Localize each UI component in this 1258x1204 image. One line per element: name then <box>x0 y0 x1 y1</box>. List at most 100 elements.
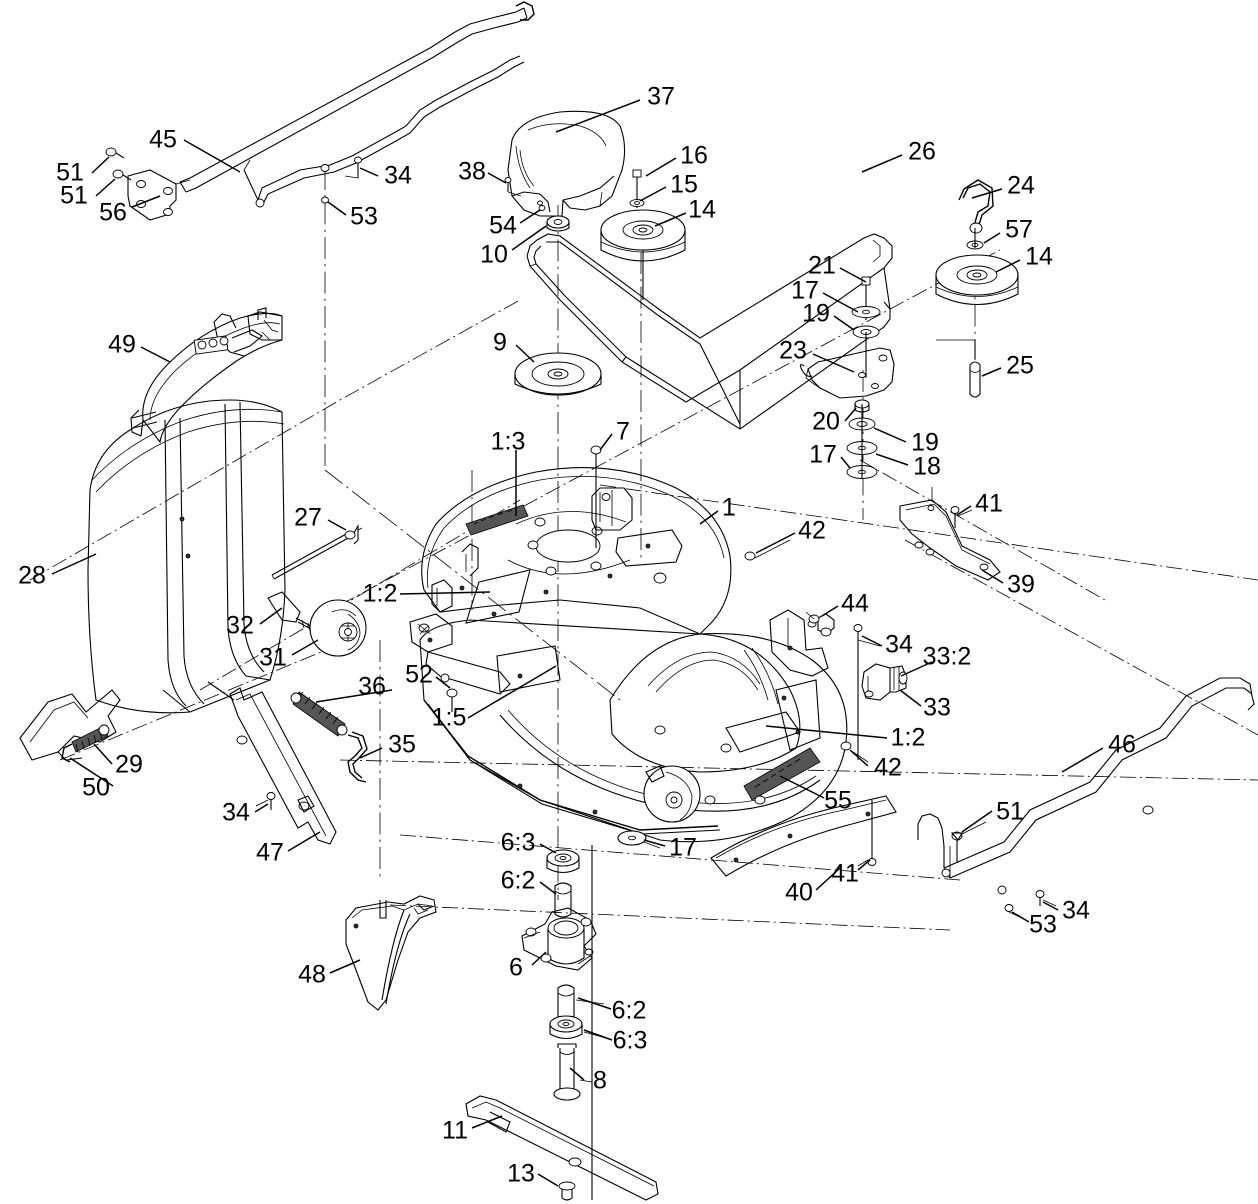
callout-29[interactable]: 29 <box>115 750 143 779</box>
callout-19[interactable]: 19 <box>911 428 939 457</box>
callout-35[interactable]: 35 <box>388 730 416 759</box>
callout-18[interactable]: 18 <box>913 452 941 481</box>
callout-34[interactable]: 34 <box>885 630 913 659</box>
part-29-spring <box>61 724 110 763</box>
callout-39[interactable]: 39 <box>1007 570 1035 599</box>
callout-6-2[interactable]: 6:2 <box>500 866 536 895</box>
callout-6-3[interactable]: 6:3 <box>612 1026 648 1055</box>
callout-16[interactable]: 16 <box>680 141 708 170</box>
callout-13[interactable]: 13 <box>507 1159 535 1188</box>
part-49-bracket <box>130 307 283 444</box>
part-25-spacer <box>936 339 981 398</box>
part-46-bail-bar <box>917 677 1255 895</box>
callout-57[interactable]: 57 <box>1005 215 1033 244</box>
callout-31[interactable]: 31 <box>259 643 287 672</box>
callout-51[interactable]: 51 <box>56 158 84 187</box>
part-37-belt-cover <box>507 110 626 217</box>
callout-44[interactable]: 44 <box>841 589 869 618</box>
decal-recycler <box>743 747 821 801</box>
callout-45[interactable]: 45 <box>149 125 177 154</box>
callout-26[interactable]: 26 <box>908 137 936 166</box>
callout-41[interactable]: 41 <box>975 489 1003 518</box>
part-41b-fastener <box>857 800 877 867</box>
part-47-plate <box>229 687 337 845</box>
part-34a-fastener <box>344 156 362 179</box>
callout-21[interactable]: 21 <box>808 251 836 280</box>
callout-37[interactable]: 37 <box>647 82 675 111</box>
callout-17[interactable]: 17 <box>669 833 697 862</box>
callout-34[interactable]: 34 <box>384 161 412 190</box>
callout-49[interactable]: 49 <box>108 330 136 359</box>
callout-23[interactable]: 23 <box>779 336 807 365</box>
part-14a-pulley <box>600 209 686 262</box>
callout-33-2[interactable]: 33:2 <box>922 642 972 671</box>
callout-47[interactable]: 47 <box>256 838 284 867</box>
part-39-bracket <box>899 487 1001 581</box>
callout-1[interactable]: 1 <box>722 493 736 522</box>
callout-24[interactable]: 24 <box>1007 171 1035 200</box>
callout-20[interactable]: 20 <box>812 407 840 436</box>
callout-54[interactable]: 54 <box>489 211 517 240</box>
callout-17[interactable]: 17 <box>791 276 819 305</box>
part-33-bracket <box>861 663 908 701</box>
callout-48[interactable]: 48 <box>298 960 326 989</box>
callout-55[interactable]: 55 <box>824 786 852 815</box>
callout-38[interactable]: 38 <box>458 157 486 186</box>
callout-34[interactable]: 34 <box>222 798 250 827</box>
part-9-pulley <box>514 352 602 396</box>
callout-25[interactable]: 25 <box>1006 351 1034 380</box>
callout-51[interactable]: 51 <box>60 181 88 210</box>
callout-8[interactable]: 8 <box>593 1066 607 1095</box>
part-56-bracket <box>127 169 191 221</box>
callout-1-2[interactable]: 1:2 <box>362 579 398 608</box>
callout-7[interactable]: 7 <box>616 417 630 446</box>
callout-46[interactable]: 46 <box>1108 730 1136 759</box>
front-caster-wheel <box>643 765 701 823</box>
part-34c-fastener <box>255 792 276 810</box>
callout-34[interactable]: 34 <box>1062 896 1090 925</box>
callout-32[interactable]: 32 <box>226 611 254 640</box>
part-51c-fastener <box>950 821 987 862</box>
part-17b-washer <box>846 404 878 479</box>
callout-56[interactable]: 56 <box>99 198 127 227</box>
callout-1-5[interactable]: 1:5 <box>431 703 467 732</box>
callout-6-3[interactable]: 6:3 <box>500 828 536 857</box>
callout-15[interactable]: 15 <box>670 170 698 199</box>
callout-53[interactable]: 53 <box>350 202 378 231</box>
callout-14[interactable]: 14 <box>1025 242 1053 271</box>
decal-toro <box>465 504 529 536</box>
callout-9[interactable]: 9 <box>493 328 507 357</box>
callout-11[interactable]: 11 <box>442 1116 468 1145</box>
callout-14[interactable]: 14 <box>688 195 716 224</box>
callout-51[interactable]: 51 <box>996 797 1024 826</box>
callout-42[interactable]: 42 <box>798 516 826 545</box>
part-40-front-bar <box>710 795 897 877</box>
callout-28[interactable]: 28 <box>18 561 46 590</box>
callout-53[interactable]: 53 <box>1029 910 1057 939</box>
callout-41[interactable]: 41 <box>831 859 859 888</box>
part-6-3a-bearing <box>546 849 580 874</box>
callout-6-2[interactable]: 6:2 <box>611 996 647 1025</box>
callout-50[interactable]: 50 <box>82 773 110 802</box>
part-35-hook <box>347 731 368 783</box>
callout-6[interactable]: 6 <box>509 953 523 982</box>
callout-36[interactable]: 36 <box>358 672 386 701</box>
part-51-fastener-a <box>105 147 125 159</box>
part-48-deflector <box>345 895 437 1011</box>
callout-19[interactable]: 19 <box>802 299 830 328</box>
part-42b-fastener <box>840 741 869 763</box>
callout-52[interactable]: 52 <box>405 660 433 689</box>
callout-1-3[interactable]: 1:3 <box>490 427 526 456</box>
callout-27[interactable]: 27 <box>294 503 322 532</box>
part-34d-fastener <box>1035 890 1057 907</box>
callout-1-2[interactable]: 1:2 <box>890 723 926 752</box>
callout-33[interactable]: 33 <box>923 693 951 722</box>
part-26-belt <box>526 233 893 430</box>
callout-17[interactable]: 17 <box>809 440 837 469</box>
callout-42[interactable]: 42 <box>874 753 902 782</box>
callout-10[interactable]: 10 <box>480 240 508 269</box>
part-6-2a-spacer <box>554 882 572 918</box>
callout-40[interactable]: 40 <box>785 878 813 907</box>
